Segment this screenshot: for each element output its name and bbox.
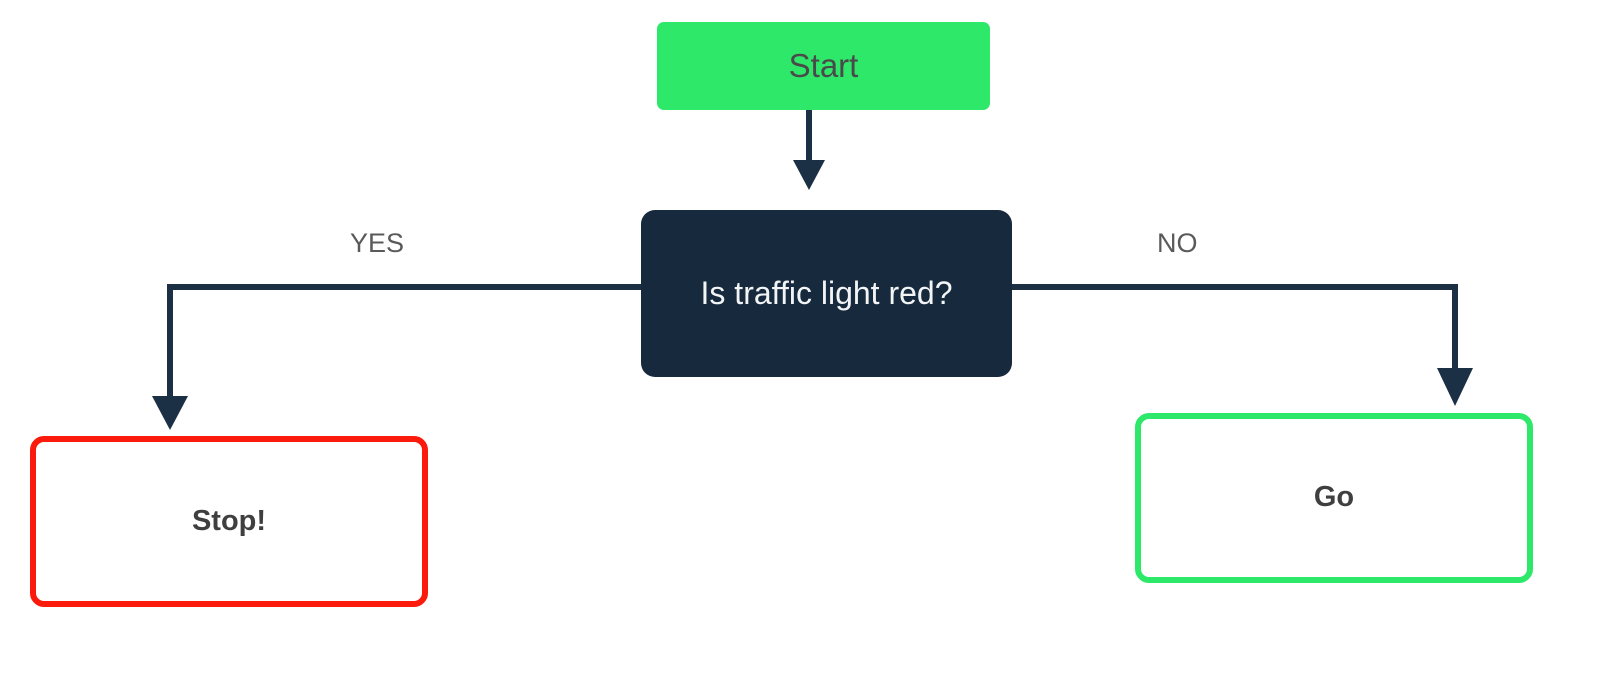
arrowhead-icon: [152, 396, 188, 430]
edge-label-no: NO: [1157, 228, 1198, 258]
edge-decision-to-stop: [152, 284, 641, 430]
node-start[interactable]: Start: [657, 22, 990, 110]
edge-decision-to-go: [1012, 284, 1473, 406]
node-stop[interactable]: Stop!: [30, 436, 428, 607]
arrowhead-icon: [793, 160, 825, 190]
edge-label-yes: YES: [350, 228, 405, 258]
arrowhead-icon: [1437, 368, 1473, 406]
edge-start-to-decision: [793, 110, 825, 190]
node-go[interactable]: Go: [1135, 413, 1533, 583]
node-decision[interactable]: Is traffic light red?: [641, 210, 1012, 377]
